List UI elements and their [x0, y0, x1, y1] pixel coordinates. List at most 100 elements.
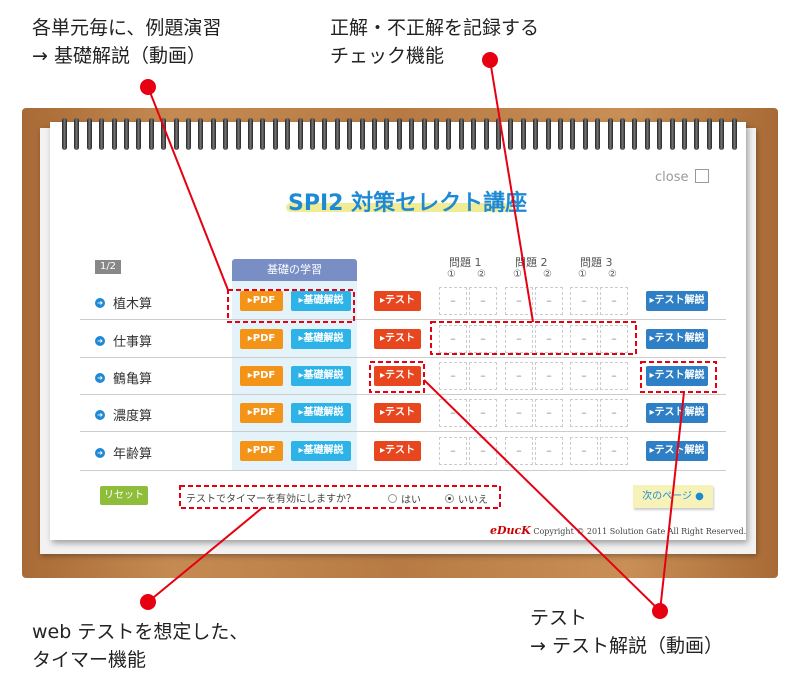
answer-check-box[interactable]: –	[469, 287, 497, 315]
ring	[409, 118, 415, 150]
ring	[235, 118, 241, 150]
ring	[508, 118, 514, 150]
callout-basic: 各単元毎に、例題演習 → 基礎解説（動画）	[32, 17, 222, 67]
answer-check-box[interactable]: –	[439, 437, 467, 465]
ring	[272, 118, 278, 150]
answer-check-box[interactable]: –	[535, 362, 563, 390]
ring	[124, 118, 129, 150]
leader-kaisetsu	[659, 391, 685, 612]
test-explain-button[interactable]: ▸テスト解説	[646, 403, 708, 423]
answer-check-box[interactable]: –	[505, 437, 533, 465]
test-explain-button[interactable]: ▸テスト解説	[646, 366, 708, 386]
ring	[582, 118, 588, 150]
ring	[334, 118, 340, 150]
ring	[136, 118, 142, 150]
ring	[421, 118, 427, 150]
test-button[interactable]: ▸テスト	[374, 329, 421, 349]
ring	[719, 118, 725, 150]
reset-button[interactable]: リセット	[100, 486, 148, 505]
ring	[545, 118, 551, 150]
ring	[173, 118, 179, 150]
ring	[148, 118, 154, 150]
basic-explain-button[interactable]: ▸基礎解説	[291, 366, 351, 386]
basic-explain-button[interactable]: ▸基礎解説	[291, 291, 351, 311]
ring	[223, 118, 229, 150]
dash-box-basic	[227, 289, 355, 323]
ring	[595, 118, 601, 150]
radio-no[interactable]: いいえ	[445, 491, 488, 506]
row-divider	[80, 357, 726, 358]
answer-check-box[interactable]: –	[439, 362, 467, 390]
answer-check-box[interactable]: –	[600, 325, 628, 353]
answer-check-box[interactable]: –	[469, 399, 497, 427]
basic-explain-button[interactable]: ▸基礎解説	[291, 403, 351, 423]
ring	[347, 118, 353, 150]
answer-check-box[interactable]: –	[505, 287, 533, 315]
answer-check-box[interactable]: –	[570, 325, 598, 353]
row-label: ➜鶴亀算	[95, 368, 152, 387]
answer-check-box[interactable]: –	[570, 287, 598, 315]
ring	[607, 118, 613, 150]
answer-check-box[interactable]: –	[535, 325, 563, 353]
pdf-button[interactable]: ▸PDF	[240, 403, 283, 423]
radio-yes[interactable]: はい	[388, 491, 421, 506]
title-highlight	[286, 203, 512, 212]
basic-explain-button[interactable]: ▸基礎解説	[291, 329, 351, 349]
test-explain-button[interactable]: ▸テスト解説	[646, 329, 708, 349]
answer-check-box[interactable]: –	[600, 287, 628, 315]
answer-check-box[interactable]: –	[600, 399, 628, 427]
answer-check-box[interactable]: –	[535, 437, 563, 465]
arrow-right-icon: ➜	[95, 335, 105, 346]
row-label: ➜ 仕事算	[95, 331, 152, 350]
close-icon[interactable]	[695, 169, 709, 183]
basic-explain-button[interactable]: ▸基礎解説	[291, 441, 351, 461]
ring	[446, 118, 452, 150]
answer-check-box[interactable]: –	[535, 399, 563, 427]
radio-no-circle[interactable]	[445, 494, 454, 503]
answer-check-box[interactable]: –	[570, 399, 598, 427]
ring	[496, 118, 501, 150]
ring	[297, 118, 303, 150]
test-button[interactable]: ▸テスト	[374, 366, 421, 386]
answer-check-box[interactable]: –	[469, 325, 497, 353]
callout-check: 正解・不正解を記録する チェック機能	[330, 17, 540, 67]
answer-check-box[interactable]: –	[469, 362, 497, 390]
answer-check-box[interactable]: –	[570, 437, 598, 465]
pdf-button[interactable]: ▸PDF	[240, 441, 283, 461]
row-divider	[80, 431, 726, 432]
test-explain-button[interactable]: ▸テスト解説	[646, 291, 708, 311]
ring	[558, 118, 563, 150]
callout-timer: web テストを想定した、 タイマー機能	[32, 621, 249, 671]
answer-check-box[interactable]: –	[570, 362, 598, 390]
radio-yes-circle[interactable]	[388, 494, 397, 503]
ring	[99, 118, 105, 150]
row-label: ➜植木算	[95, 293, 152, 312]
close-button[interactable]: close	[655, 170, 689, 185]
test-button[interactable]: ▸テスト	[374, 441, 421, 461]
answer-check-box[interactable]: –	[600, 437, 628, 465]
callout-dot	[652, 603, 668, 619]
callout-test: テスト → テスト解説（動画）	[530, 607, 723, 657]
ring	[384, 118, 390, 150]
answer-check-box[interactable]: –	[505, 399, 533, 427]
page-title: SPI2 対策セレクト講座	[288, 191, 528, 216]
test-button[interactable]: ▸テスト	[374, 291, 421, 311]
pdf-button[interactable]: ▸PDF	[240, 366, 283, 386]
ring	[731, 118, 737, 150]
answer-check-box[interactable]: –	[505, 325, 533, 353]
answer-check-box[interactable]: –	[439, 287, 467, 315]
test-button[interactable]: ▸テスト	[374, 403, 421, 423]
answer-check-box[interactable]: –	[600, 362, 628, 390]
answer-check-box[interactable]: –	[439, 399, 467, 427]
row-title: 年齢算	[113, 447, 153, 462]
answer-check-box[interactable]: –	[505, 362, 533, 390]
educk-logo: eDucK	[490, 524, 531, 537]
pdf-button[interactable]: ▸PDF	[240, 329, 283, 349]
arrow-right-icon: ➜	[95, 297, 105, 308]
pdf-button[interactable]: ▸PDF	[240, 291, 283, 311]
row-title: 仕事算	[113, 335, 153, 350]
ring	[458, 118, 464, 150]
answer-check-box[interactable]: –	[439, 325, 467, 353]
answer-check-box[interactable]: –	[535, 287, 563, 315]
